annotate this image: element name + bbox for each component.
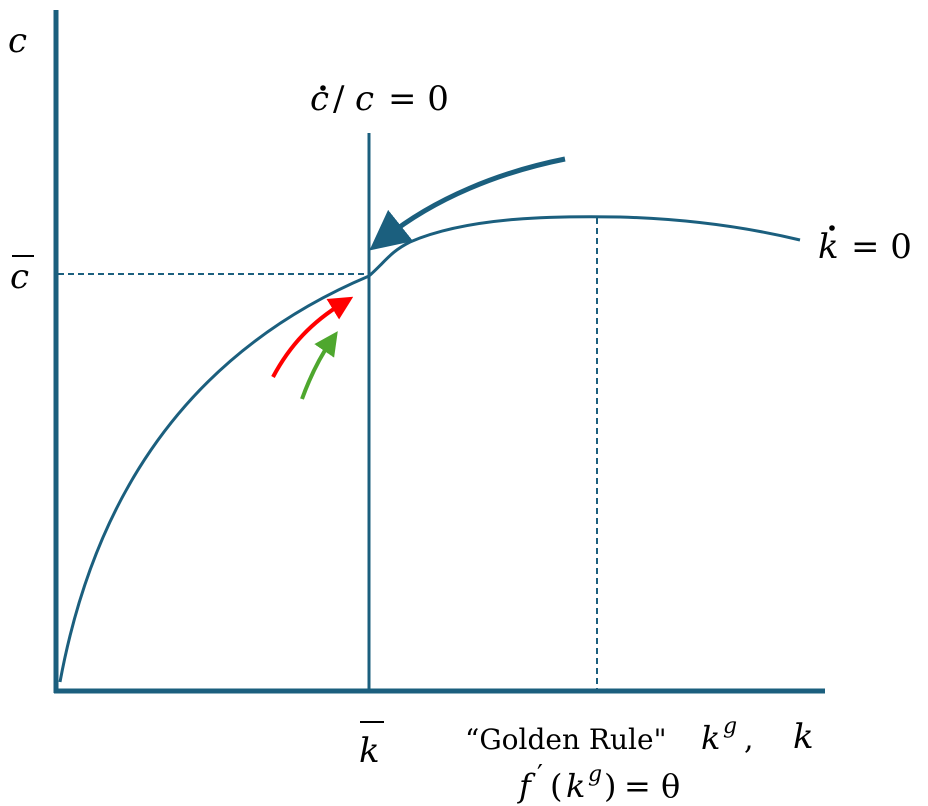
fprime-k: k [566,767,585,805]
cdot-c2: c [355,79,374,119]
kdot-var: k [818,227,839,267]
cdot-var: c [310,79,329,119]
golden-rule-text: “Golden Rule" [465,723,666,756]
fprime-prime: ′ [537,760,543,790]
kdot-eq: = 0 [851,227,912,267]
golden-rule-k: k [701,719,720,757]
kdot-zero-curve [58,215,801,683]
fprime-sup: g [588,762,602,787]
cdot-zero-label: c / c = 0 [310,79,449,119]
fprime-label: f ′ ( k g ) = θ [517,760,680,805]
fprime-close: ) [604,767,616,805]
y-axis-label: c [8,21,27,61]
golden-rule-label: “Golden Rule" k g , [465,714,754,757]
x-axis-label: k [793,717,814,757]
golden-rule-sup: g [723,714,737,739]
golden-rule-comma: , [744,722,754,757]
fprime-f: f [517,767,536,805]
c-bar-label: c [10,255,34,297]
cdot-slash: / [333,79,345,119]
fprime-eq: = θ [624,767,680,805]
fprime-open: ( [550,767,562,805]
c-bar-letter: c [10,257,29,297]
kdot-zero-label: k = 0 [818,225,912,267]
green-trajectory-arrow [300,331,338,400]
red-trajectory-arrow [271,296,354,378]
cdot-eq: = 0 [388,79,449,119]
saddle-path-arrow [369,156,566,251]
k-bar-letter: k [359,731,380,771]
k-bar-label: k [359,721,384,771]
